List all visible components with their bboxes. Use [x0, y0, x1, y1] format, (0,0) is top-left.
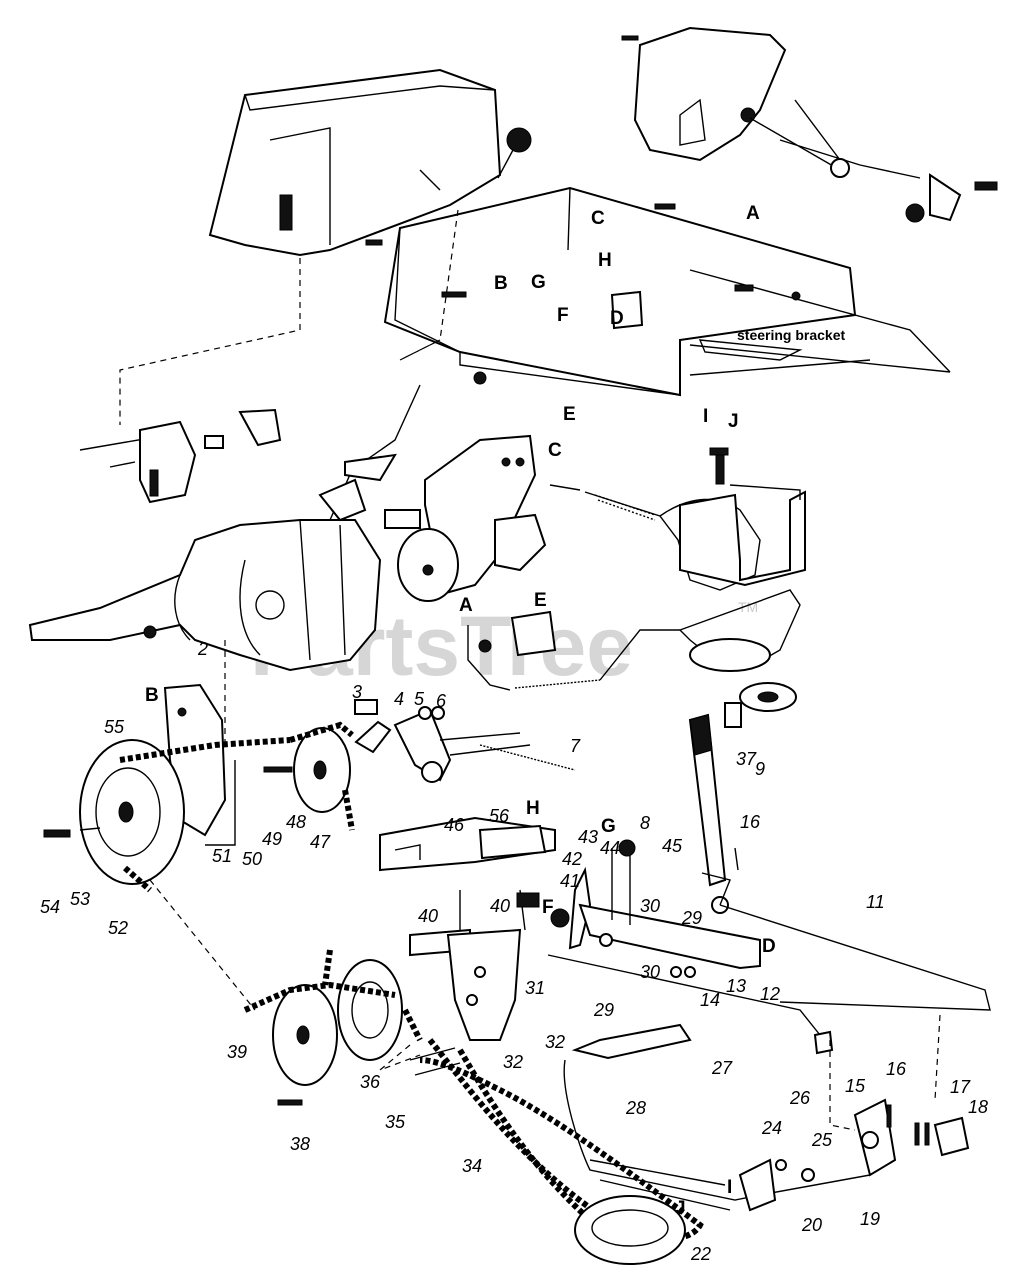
callout-D: D	[610, 308, 624, 329]
callout-A: A	[746, 203, 760, 224]
steering-bracket-label: steering bracket	[737, 327, 845, 343]
callout-32: 32	[545, 1032, 565, 1052]
lift-lever	[688, 713, 991, 1011]
callout-30-b: 30	[640, 962, 660, 982]
callout-2: 2	[197, 639, 208, 659]
callout-11: 11	[866, 892, 885, 912]
callout-30: 30	[640, 896, 660, 916]
callout-16-b: 16	[886, 1059, 907, 1079]
upper-right-shroud	[621, 26, 998, 223]
callout-50: 50	[242, 849, 262, 869]
callout-51: 51	[212, 846, 232, 866]
left-pulleys	[43, 683, 576, 893]
callout-38: 38	[290, 1134, 310, 1154]
callout-27: 27	[711, 1058, 733, 1078]
callout-28: 28	[625, 1098, 646, 1118]
callout-C-2: C	[548, 440, 562, 461]
callout-16: 16	[740, 812, 761, 832]
callout-44: 44	[600, 838, 620, 858]
callout-34: 34	[462, 1156, 482, 1176]
callout-24: 24	[761, 1118, 782, 1138]
callout-40: 40	[490, 896, 510, 916]
callout-19: 19	[860, 1209, 880, 1229]
center-bracket	[397, 209, 761, 602]
callout-J: J	[728, 411, 739, 432]
leader-lines	[119, 258, 941, 1131]
lift-shaft	[563, 1023, 970, 1212]
callout-26: 26	[789, 1088, 811, 1108]
callout-22: 22	[690, 1244, 711, 1264]
dash-shroud	[208, 68, 532, 257]
callout-52: 52	[108, 918, 128, 938]
callout-E: E	[563, 404, 576, 425]
callout-41: 41	[560, 871, 580, 891]
callout-C: C	[591, 208, 605, 229]
callout-H: H	[598, 250, 612, 271]
callout-15: 15	[845, 1076, 866, 1096]
spring-assembly	[467, 610, 680, 691]
callout-E-2: E	[534, 590, 547, 611]
callout-14: 14	[700, 990, 720, 1010]
callout-5: 5	[414, 689, 425, 709]
callout-18: 18	[968, 1097, 988, 1117]
callout-F: F	[557, 305, 569, 326]
callout-8: 8	[640, 813, 650, 833]
callout-56: 56	[489, 806, 510, 826]
callout-40-b: 40	[418, 906, 438, 926]
callout-I: I	[703, 406, 708, 427]
callout-A-2: A	[459, 595, 473, 616]
left-bracket-assembly	[79, 408, 282, 504]
callout-4: 4	[394, 689, 404, 709]
callout-B-2: B	[145, 685, 159, 706]
callout-25: 25	[811, 1130, 833, 1150]
callout-G: G	[531, 272, 546, 293]
watermark-trademark: TM	[738, 599, 758, 615]
frame-channel	[365, 186, 951, 397]
callout-32-b: 32	[503, 1052, 523, 1072]
callout-43: 43	[578, 827, 598, 847]
callout-9: 9	[755, 759, 765, 779]
right-u-bracket	[678, 447, 806, 728]
callout-48: 48	[286, 812, 306, 832]
callout-letters: A C B G H F D E I J C A E B H G F D I J	[145, 203, 776, 1219]
callout-17: 17	[950, 1077, 971, 1097]
callout-6: 6	[436, 691, 447, 711]
callout-13: 13	[726, 976, 746, 996]
callout-36: 36	[360, 1072, 381, 1092]
callout-H-2: H	[526, 798, 540, 819]
callout-F-2: F	[542, 897, 554, 918]
callout-12: 12	[760, 984, 780, 1004]
callout-37: 37	[736, 749, 757, 769]
callout-D-2: D	[762, 936, 776, 957]
callout-I-2: I	[727, 1177, 732, 1198]
callout-3: 3	[352, 682, 362, 702]
callout-55: 55	[104, 717, 125, 737]
callout-53: 53	[70, 889, 90, 909]
lower-pulleys	[243, 949, 704, 1265]
callout-47: 47	[310, 832, 331, 852]
transmission	[28, 384, 421, 672]
callout-B: B	[494, 273, 508, 294]
callout-46: 46	[444, 815, 465, 835]
callout-7: 7	[570, 736, 581, 756]
callout-39: 39	[227, 1042, 247, 1062]
callout-29-b: 29	[593, 1000, 614, 1020]
callout-J-2: J	[675, 1198, 686, 1219]
callout-54: 54	[40, 897, 60, 917]
callout-35: 35	[385, 1112, 406, 1132]
callout-42: 42	[562, 849, 582, 869]
callout-31: 31	[525, 978, 545, 998]
center-lower-bracket	[379, 816, 821, 1041]
callout-20: 20	[801, 1215, 822, 1235]
callout-29: 29	[681, 908, 702, 928]
callout-45: 45	[662, 836, 683, 856]
callout-49: 49	[262, 829, 282, 849]
callout-numbers: 2 55 3 4 5 6 7 8 9 37 16 56 46 42 41 43 …	[40, 639, 988, 1264]
callout-G-2: G	[601, 816, 616, 837]
